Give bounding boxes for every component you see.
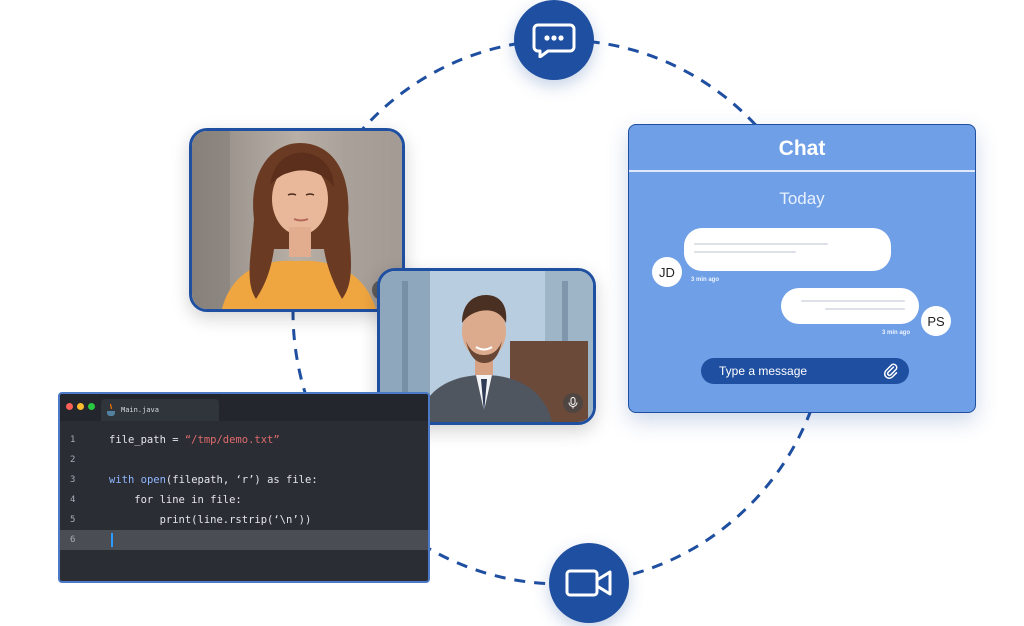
video-tile-woman[interactable] [189,128,405,312]
chat-button[interactable] [514,0,594,80]
code-line[interactable]: 2 [60,450,428,470]
participant-woman-image [192,131,402,309]
code-text: file_path = “/tmp/demo.txt” [109,434,280,446]
line-number: 2 [70,455,76,465]
message-time: 3 min ago [691,277,720,283]
code-line[interactable]: 1 file_path = “/tmp/demo.txt” [60,430,428,450]
message-placeholder-line [825,308,905,310]
line-number: 1 [70,435,76,445]
code-text: print(line.rstrip(‘\n’)) [109,514,312,526]
message-placeholder-line [694,251,796,253]
code-line-active[interactable]: 6 [60,530,428,550]
code-line[interactable]: 4 for line in file: [60,490,428,510]
file-tab[interactable]: Main.java [101,399,219,421]
line-number: 5 [70,515,76,525]
chat-title: Chat [778,137,826,160]
editor-titlebar: Main.java [60,394,428,421]
code-line[interactable]: 3 with open(filepath, ‘r’) as file: [60,470,428,490]
mic-badge[interactable] [563,393,583,413]
message-time: 3 min ago [882,330,911,336]
string-literal: “/tmp/demo.txt” [184,434,280,446]
message-input-box[interactable] [701,358,909,384]
code-line[interactable]: 5 print(line.rstrip(‘\n’)) [60,510,428,530]
chat-bubble-icon [532,23,576,58]
line-number: 6 [70,535,76,545]
message-input[interactable] [719,364,869,378]
paperclip-icon[interactable] [883,363,899,379]
minimize-window-dot[interactable] [77,403,84,410]
close-window-dot[interactable] [66,403,73,410]
text-cursor [111,533,113,547]
avatar-ps[interactable]: PS [921,306,951,336]
message-placeholder-line [801,300,905,302]
chat-divider [629,170,975,172]
code-text: for line in file: [109,494,242,506]
code-text: with open(filepath, ‘r’) as file: [109,474,318,486]
message-bubble-received[interactable] [684,228,891,271]
avatar-jd[interactable]: JD [652,257,682,287]
message-placeholder-line [694,243,828,245]
video-call-button[interactable] [549,543,629,623]
java-icon [107,403,115,416]
line-number: 3 [70,475,76,485]
line-number: 4 [70,495,76,505]
maximize-window-dot[interactable] [88,403,95,410]
code-editor[interactable]: Main.java 1 file_path = “/tmp/demo.txt” … [58,392,430,583]
message-bubble-sent[interactable] [781,288,919,324]
chat-day-label: Today [779,189,825,208]
file-tab-label: Main.java [121,406,159,414]
microphone-icon [568,397,578,409]
code-lines[interactable]: 1 file_path = “/tmp/demo.txt” 2 3 with o… [60,430,428,550]
chat-panel: Chat Today JD 3 min ago PS 3 min ago [628,124,976,413]
video-tile-man[interactable] [377,268,596,425]
video-camera-icon [565,569,612,597]
